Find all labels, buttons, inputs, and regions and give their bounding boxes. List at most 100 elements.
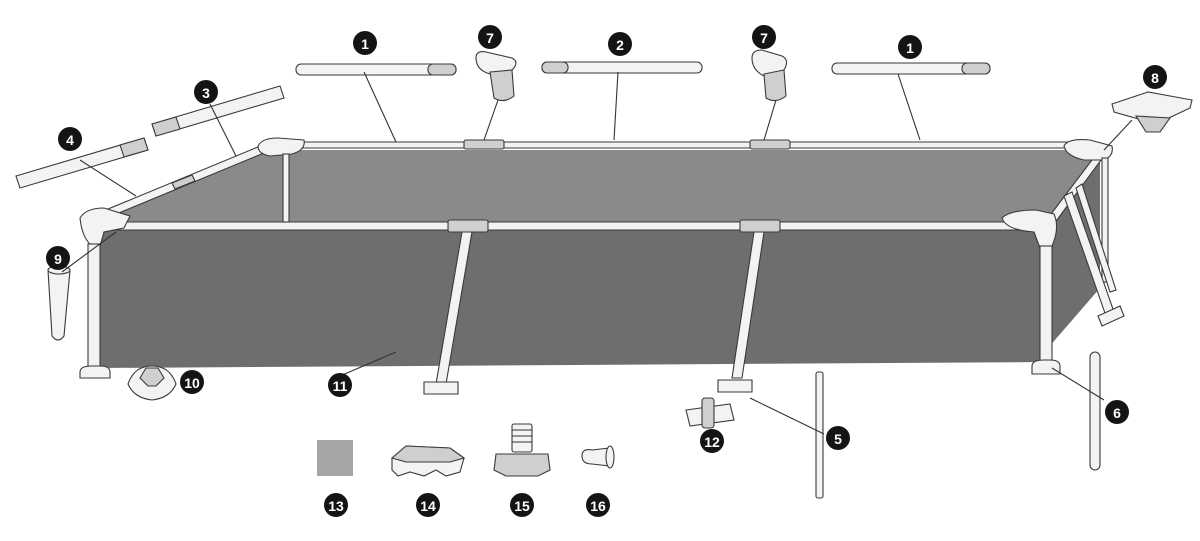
brace-foot: [423, 381, 459, 395]
part-8-skimmer-cover: [1111, 91, 1193, 133]
part-12-connector: [685, 397, 735, 429]
callout-13-label: 13: [328, 498, 344, 514]
callout-7-right-circle: [752, 25, 776, 49]
part-6-post: [1089, 351, 1101, 471]
back-frame-rail: [279, 141, 1073, 149]
corner-joint-back-left: [257, 137, 305, 157]
callout-1-left-label: 1: [361, 36, 369, 52]
leader-9: [61, 231, 117, 273]
callout-11: 11: [328, 373, 352, 397]
callout-13-circle: [324, 493, 348, 517]
part-5-rod: [815, 371, 824, 499]
corner-joint-front-left: [79, 207, 131, 247]
callout-12: 12: [700, 429, 724, 453]
callout-3-circle: [194, 80, 218, 104]
callout-8-circle: [1143, 65, 1167, 89]
callout-11-circle: [328, 373, 352, 397]
callout-11-label: 11: [333, 378, 348, 394]
callout-1-right: 1: [898, 35, 922, 59]
corner-joint-front-right: [1001, 209, 1058, 249]
leader-7-right: [763, 99, 777, 141]
callout-6-label: 6: [1113, 405, 1121, 421]
foot-cap: [1031, 359, 1061, 375]
callout-10: 10: [180, 370, 204, 394]
callout-16-label: 16: [590, 498, 606, 514]
rail-joint: [739, 219, 781, 233]
part-4-side-rail: [15, 137, 149, 189]
corner-joint-back-right: [1063, 139, 1113, 161]
leader-1-right: [897, 73, 921, 141]
callout-15-circle: [510, 493, 534, 517]
callout-3: 3: [194, 80, 218, 104]
callout-4-label: 4: [66, 132, 74, 148]
rail-joint: [447, 219, 489, 233]
callout-2-circle: [608, 32, 632, 56]
callout-7-left-label: 7: [486, 30, 494, 46]
callout-6: 6: [1105, 400, 1129, 424]
callout-13: 13: [324, 493, 348, 517]
brace-foot: [1097, 305, 1125, 327]
leader-7-left: [483, 99, 499, 141]
leader-3: [209, 103, 237, 157]
part-10-leg-cap: [127, 365, 177, 401]
rail-joint: [171, 174, 196, 190]
front-frame-rail: [97, 221, 1049, 231]
callout-9: 9: [46, 246, 70, 270]
leader-6: [1051, 367, 1105, 401]
callout-2-label: 2: [616, 37, 624, 53]
callout-12-circle: [700, 429, 724, 453]
callout-9-circle: [46, 246, 70, 270]
part-3-side-rail: [151, 85, 285, 137]
part-15-drain-valve: [493, 423, 551, 477]
pool-body: [79, 137, 1125, 395]
callout-1-right-circle: [898, 35, 922, 59]
leader-lines: [61, 71, 1133, 435]
support-brace: [731, 231, 765, 379]
rail-joint: [749, 139, 791, 150]
part-2-middle-top-rail: [541, 61, 703, 74]
callout-14: 14: [416, 493, 440, 517]
callout-14-circle: [416, 493, 440, 517]
callout-10-circle: [180, 370, 204, 394]
callout-6-circle: [1105, 400, 1129, 424]
part-16-plug: [581, 445, 615, 469]
brace-foot: [717, 379, 753, 393]
leg-back-left: [282, 153, 290, 223]
callout-5-label: 5: [834, 431, 842, 447]
part-7-t-joint-right: [751, 49, 788, 102]
callout-1-right-label: 1: [906, 40, 914, 56]
callout-9-label: 9: [54, 251, 62, 267]
callout-7-left: 7: [478, 25, 502, 49]
callout-16-circle: [586, 493, 610, 517]
leader-11: [339, 351, 397, 377]
callout-4-circle: [58, 127, 82, 151]
rail-joint: [463, 139, 505, 150]
callout-7-left-circle: [478, 25, 502, 49]
callout-1-left: 1: [353, 31, 377, 55]
leader-2: [613, 71, 619, 141]
part-13-repair-patch: [317, 440, 353, 476]
leader-4: [79, 159, 137, 197]
callout-8-label: 8: [1151, 70, 1159, 86]
callout-16: 16: [586, 493, 610, 517]
leg-front-left: [87, 243, 101, 373]
leg-front-right: [1039, 245, 1053, 367]
callout-5-circle: [826, 426, 850, 450]
callout-14-label: 14: [420, 498, 436, 514]
part-7-t-joint-left: [475, 51, 517, 102]
part-1-left-top-rail: [295, 63, 457, 76]
callout-5: 5: [826, 426, 850, 450]
callout-2: 2: [608, 32, 632, 56]
callout-1-left-circle: [353, 31, 377, 55]
pool-inner-liner: [98, 150, 1100, 225]
callout-8: 8: [1143, 65, 1167, 89]
leader-8: [1103, 119, 1133, 151]
callout-4: 4: [58, 127, 82, 151]
leader-1-left: [363, 71, 397, 143]
support-brace: [1075, 183, 1117, 293]
callout-7-right: 7: [752, 25, 776, 49]
leg-back-right: [1101, 157, 1109, 283]
part-14-drain-cap: [390, 445, 466, 477]
